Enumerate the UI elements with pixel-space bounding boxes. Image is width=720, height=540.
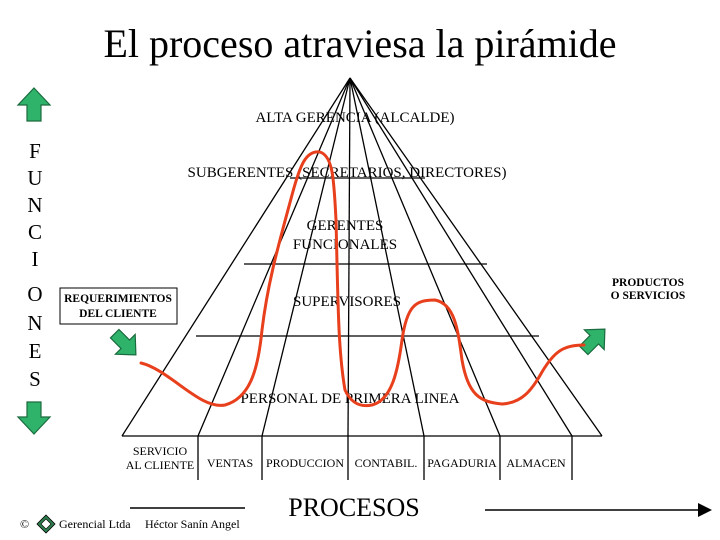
funciones-letter: F xyxy=(29,139,41,163)
level-gerentes-line2: FUNCIONALES xyxy=(293,237,397,253)
requerimientos-frame xyxy=(59,287,178,325)
footer-author: Héctor Sanín Angel xyxy=(145,517,240,531)
funciones-letter: O xyxy=(27,282,42,306)
column-produccion: PRODUCCION xyxy=(266,456,344,470)
copyright-symbol: © xyxy=(20,517,29,531)
level-gerentes-line1: GERENTES xyxy=(307,218,384,234)
level-subgerentes: SUBGERENTES (SECRETARIOS, DIRECTORES) xyxy=(188,165,507,181)
requerimientos-line2: DEL CLIENTE xyxy=(79,308,157,320)
funciones-letter: N xyxy=(27,311,42,335)
page-title: El proceso atraviesa la pirámide xyxy=(103,21,616,66)
column-ventas: VENTAS xyxy=(207,456,253,470)
procesos-label: PROCESOS xyxy=(288,493,420,522)
process-columns: SERVICIO AL CLIENTE VENTAS PRODUCCION CO… xyxy=(126,444,566,472)
procesos-arrowhead-icon xyxy=(698,503,712,517)
column-pagaduria: PAGADURIA xyxy=(427,456,497,470)
funciones-label: F U N C I O N E S xyxy=(27,139,42,391)
funciones-letter: U xyxy=(27,166,42,190)
column-contabil: CONTABIL. xyxy=(355,456,418,470)
requerimientos-line1: REQUERIMIENTOS xyxy=(64,293,172,305)
funciones-letter: N xyxy=(27,193,42,217)
input-arrow-icon xyxy=(109,328,137,356)
converge-line-1 xyxy=(197,77,351,437)
pyramid-left-edge xyxy=(121,77,351,437)
down-arrow-icon xyxy=(16,401,52,435)
requerimientos-box: REQUERIMIENTOS DEL CLIENTE xyxy=(59,287,178,325)
productos-line1: PRODUCTOS xyxy=(612,277,684,289)
pyramid xyxy=(121,77,603,480)
converge-line-3 xyxy=(347,77,351,437)
converge-line-4 xyxy=(349,77,425,437)
productos-line2: O SERVICIOS xyxy=(611,290,686,302)
converge-line-2 xyxy=(261,77,351,437)
funciones-letter: C xyxy=(28,220,42,244)
converge-line-6 xyxy=(349,77,573,437)
up-arrow-icon xyxy=(16,87,52,122)
logo-icon xyxy=(36,514,56,534)
pyramid-right-edge xyxy=(349,77,603,437)
output-arrow-icon xyxy=(578,328,606,356)
funciones-letter: I xyxy=(32,247,39,271)
funciones-letter: S xyxy=(29,367,41,391)
level-supervisores: SUPERVISORES xyxy=(293,294,401,310)
column-servicio-line2: AL CLIENTE xyxy=(126,458,195,472)
column-almacen: ALMACEN xyxy=(506,456,566,470)
funciones-letter: E xyxy=(29,339,42,363)
column-servicio-line1: SERVICIO xyxy=(133,444,188,458)
footer-company: Gerencial Ltda xyxy=(59,517,131,531)
level-alta-gerencia: ALTA GERENCIA (ALCALDE) xyxy=(255,110,454,126)
process-curve xyxy=(139,150,586,408)
converge-line-5 xyxy=(349,77,501,437)
